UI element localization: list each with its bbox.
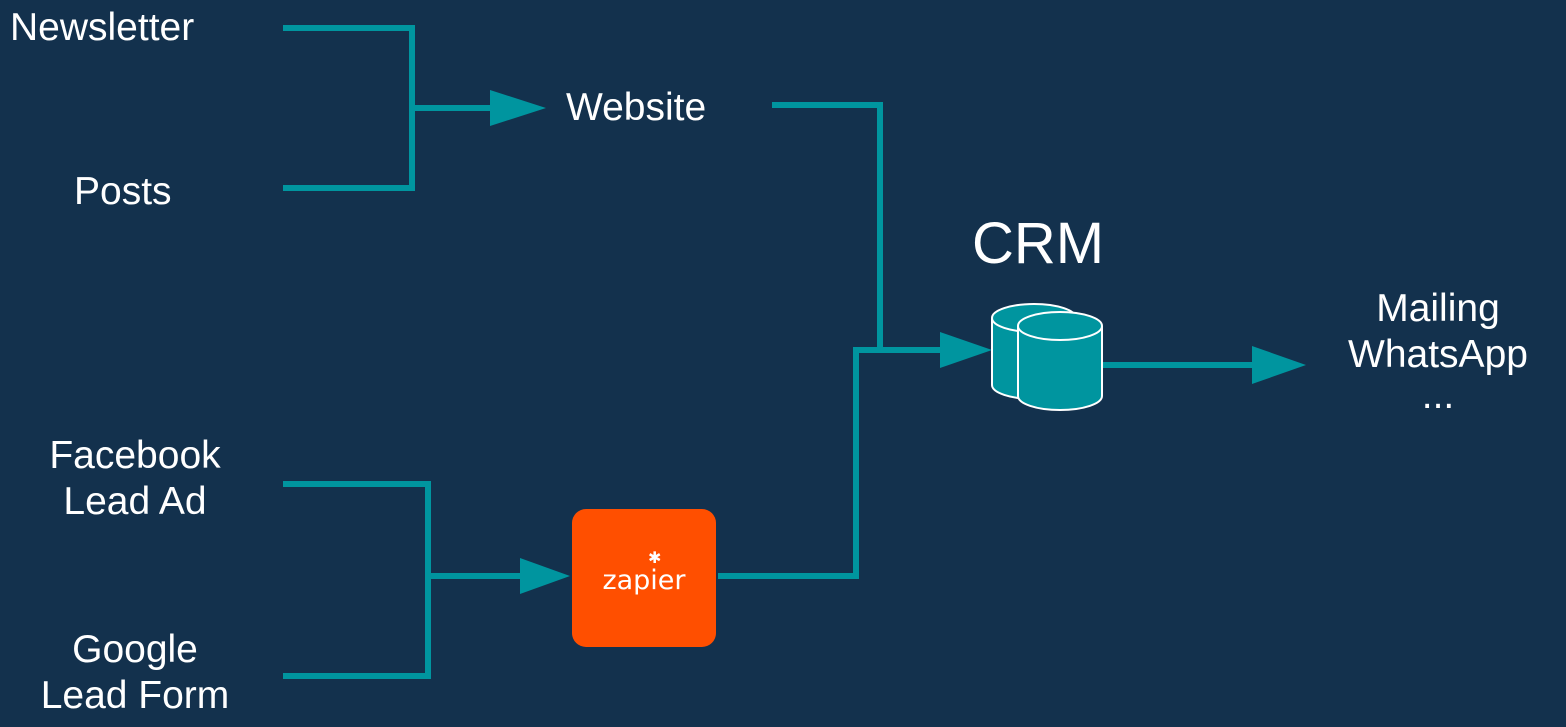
node-output-more: ... (1421, 374, 1455, 417)
node-google-line2: Lead Form (40, 674, 230, 717)
node-website: Website (566, 86, 707, 129)
arrowhead-website (490, 90, 546, 126)
connector-newsletter (283, 25, 415, 191)
connector-website-crm (772, 102, 883, 350)
zapier-logo-icon: ✱ zapier (572, 509, 716, 647)
node-facebook-line1: Facebook (49, 434, 221, 477)
node-newsletter: Newsletter (10, 6, 195, 49)
zapier-wordmark: zapier (602, 565, 686, 596)
connector-zapier-crm (718, 347, 950, 579)
node-output-channels: Mailing WhatsApp ... (1318, 286, 1558, 417)
node-facebook-line2: Lead Ad (63, 480, 207, 523)
node-crm-title: CRM (972, 211, 1105, 276)
zapier-asterisk-icon: ✱ (648, 550, 662, 567)
node-output-whatsapp: WhatsApp (1348, 333, 1528, 376)
node-posts: Posts (74, 170, 172, 213)
arrowhead-crm (940, 332, 992, 368)
database-icon (991, 303, 1103, 411)
arrowhead-zapier (520, 558, 570, 594)
node-google-lead-form: Google Lead Form (14, 627, 256, 719)
node-output-mailing: Mailing (1376, 287, 1500, 330)
node-facebook-lead-ad: Facebook Lead Ad (18, 433, 252, 525)
node-google-line1: Google (72, 628, 198, 671)
arrowhead-output (1252, 346, 1306, 384)
connector-facebook-google (283, 481, 431, 679)
